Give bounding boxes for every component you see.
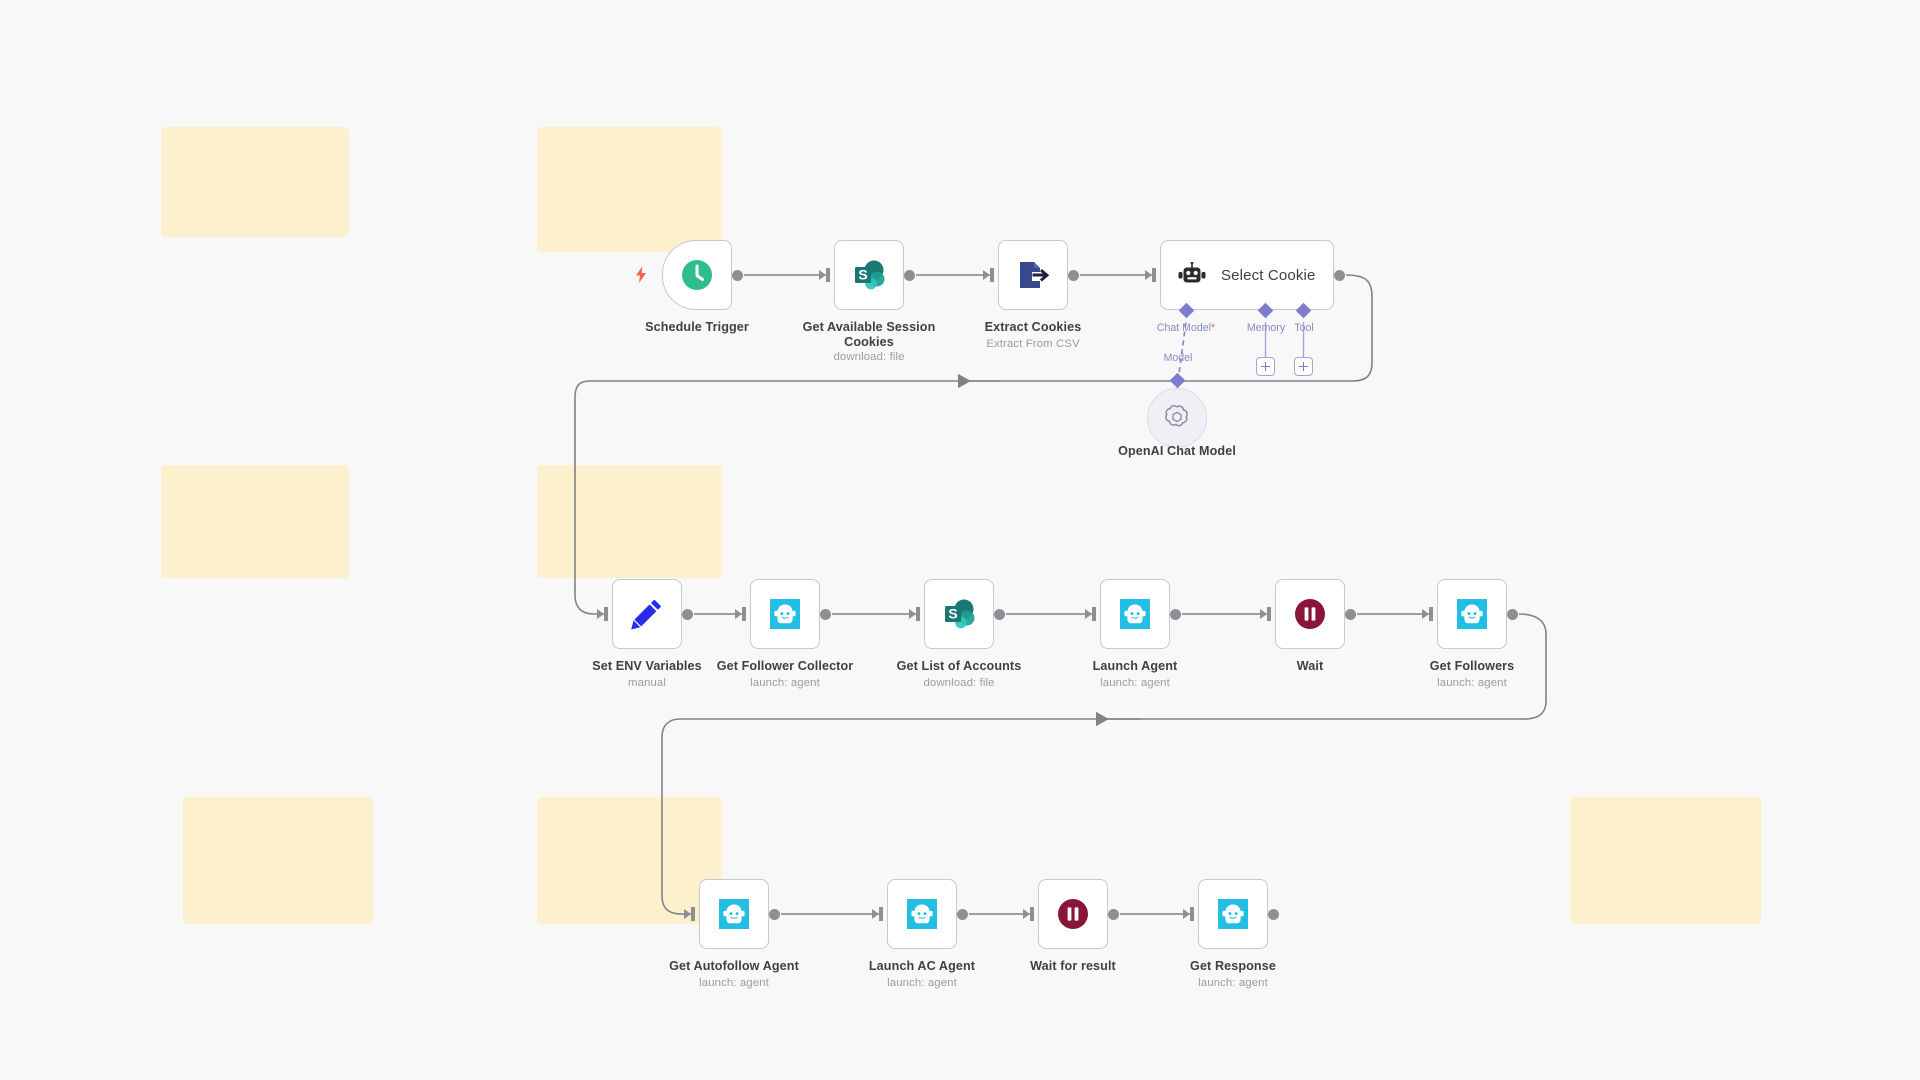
get-followers-output-port[interactable] — [1507, 608, 1518, 620]
select-cookie-label: Select Cookie — [1221, 266, 1316, 284]
sticky-note-1[interactable] — [161, 127, 349, 237]
robot-icon — [1177, 262, 1207, 288]
get-response-title: Get Response — [1190, 959, 1276, 973]
browser-agent-icon — [904, 896, 940, 932]
extract-cookies-output-port[interactable] — [1068, 269, 1079, 281]
session-cookies-subtitle: download: file — [833, 351, 905, 363]
get-response-box[interactable] — [1198, 879, 1268, 949]
session-cookies-box[interactable]: S — [834, 240, 904, 310]
get-followers-title: Get Followers — [1429, 659, 1515, 673]
get-autofollow-agent-output-port[interactable] — [769, 908, 780, 920]
schedule-trigger-output-port[interactable] — [732, 269, 743, 281]
sharepoint-icon: S — [940, 595, 978, 633]
extract-cookies-box[interactable] — [998, 240, 1068, 310]
get-autofollow-agent-box[interactable] — [699, 879, 769, 949]
launch-agent-subtitle: launch: agent — [1100, 677, 1170, 689]
get-followers-subtitle: launch: agent — [1437, 677, 1507, 689]
schedule-trigger-title: Schedule Trigger — [645, 320, 749, 334]
svg-text:S: S — [948, 605, 957, 621]
set-env-variables-output-port[interactable] — [682, 608, 693, 620]
set-env-variables-box[interactable] — [612, 579, 682, 649]
launch-agent-box[interactable] — [1100, 579, 1170, 649]
browser-agent-icon — [716, 896, 752, 932]
launch-ac-agent-box[interactable] — [887, 879, 957, 949]
browser-agent-icon — [767, 596, 803, 632]
svg-text:S: S — [858, 266, 867, 282]
browser-agent-icon — [1454, 596, 1490, 632]
browser-agent-icon — [1215, 896, 1251, 932]
openai-chat-model-box[interactable] — [1147, 388, 1207, 448]
trigger-bolt-icon — [634, 266, 648, 283]
browser-agent-icon — [1117, 596, 1153, 632]
set-env-variables-subtitle: manual — [628, 677, 666, 689]
get-list-of-accounts-output-port[interactable] — [994, 608, 1005, 620]
openai-icon — [1162, 403, 1192, 433]
get-autofollow-agent-title: Get Autofollow Agent — [669, 959, 799, 973]
pause-icon — [1056, 897, 1090, 931]
get-follower-collector-box[interactable] — [750, 579, 820, 649]
wait-for-result-title: Wait for result — [1030, 959, 1116, 973]
extract-cookies-title: Extract Cookies — [984, 320, 1082, 334]
add-tool-button[interactable] — [1294, 357, 1313, 376]
get-response-output-port[interactable] — [1268, 908, 1279, 920]
get-list-of-accounts-title: Get List of Accounts — [896, 659, 1022, 673]
get-followers-box[interactable] — [1437, 579, 1507, 649]
select-cookie-box[interactable]: Select Cookie — [1160, 240, 1334, 310]
sticky-note-7[interactable] — [1570, 797, 1761, 924]
session-cookies-title: Get Available Session Cookies — [802, 320, 936, 349]
extract-file-icon — [1015, 257, 1051, 293]
wait-for-result-output-port[interactable] — [1108, 908, 1119, 920]
wait-output-port[interactable] — [1345, 608, 1356, 620]
extract-cookies-subtitle: Extract From CSV — [986, 338, 1080, 350]
openai-chat-model-title: OpenAI Chat Model — [1118, 444, 1236, 458]
sticky-note-3[interactable] — [161, 465, 349, 578]
launch-agent-output-port[interactable] — [1170, 608, 1181, 620]
get-follower-collector-title: Get Follower Collector — [716, 659, 854, 673]
sticky-note-6[interactable] — [537, 797, 722, 924]
sharepoint-icon: S — [850, 256, 888, 294]
session-cookies-output-port[interactable] — [904, 269, 915, 281]
wait-for-result-box[interactable] — [1038, 879, 1108, 949]
sticky-note-4[interactable] — [537, 465, 722, 578]
schedule-trigger-box[interactable] — [662, 240, 732, 310]
pencil-icon — [629, 596, 665, 632]
sticky-note-5[interactable] — [183, 797, 373, 924]
sticky-note-2[interactable] — [537, 127, 722, 252]
get-follower-collector-subtitle: launch: agent — [750, 677, 820, 689]
get-list-of-accounts-subtitle: download: file — [923, 677, 995, 689]
select-cookie-output-port[interactable] — [1334, 269, 1345, 281]
get-response-subtitle: launch: agent — [1198, 977, 1268, 989]
launch-ac-agent-title: Launch AC Agent — [868, 959, 976, 973]
add-memory-button[interactable] — [1256, 357, 1275, 376]
clock-icon — [680, 258, 714, 292]
get-follower-collector-output-port[interactable] — [820, 608, 831, 620]
wait-title: Wait — [1296, 659, 1324, 673]
launch-agent-title: Launch Agent — [1092, 659, 1178, 673]
openai-model-port[interactable] — [1169, 372, 1186, 389]
launch-ac-agent-subtitle: launch: agent — [887, 977, 957, 989]
wait-box[interactable] — [1275, 579, 1345, 649]
get-list-of-accounts-box[interactable]: S — [924, 579, 994, 649]
model-port-label: Model — [1163, 352, 1193, 364]
tool-port-label: Tool — [1294, 322, 1314, 334]
launch-ac-agent-output-port[interactable] — [957, 908, 968, 920]
get-autofollow-agent-subtitle: launch: agent — [699, 977, 769, 989]
pause-icon — [1293, 597, 1327, 631]
